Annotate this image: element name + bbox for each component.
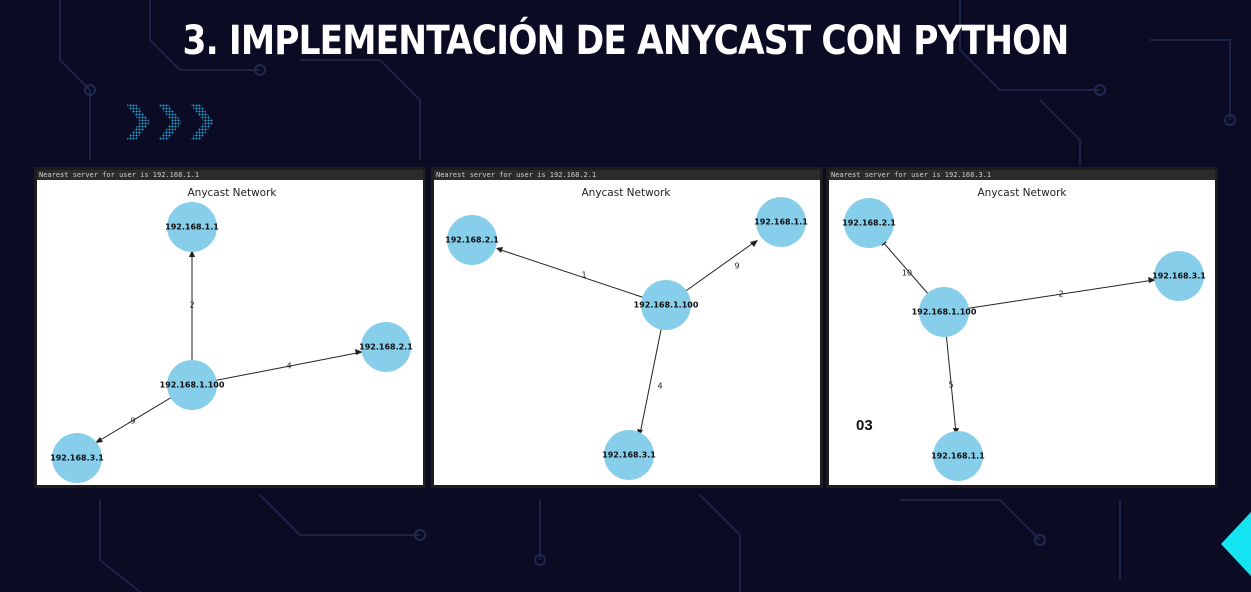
graph-node	[756, 197, 806, 247]
window-status-text: Nearest server for user is 192.168.1.1	[37, 170, 423, 180]
plot-title: Anycast Network	[581, 187, 671, 199]
slide-title: 3. IMPLEMENTACIÓN DE ANYCAST CON PYTHON	[182, 18, 1070, 64]
graph-node	[604, 430, 654, 480]
graph-node	[1154, 251, 1204, 301]
node-label: 192.168.3.1	[50, 454, 104, 463]
graph-node	[447, 215, 497, 265]
window-status-text: Nearest server for user is 192.168.3.1	[829, 170, 1215, 180]
graph-window-1: Nearest server for user is 192.168.1.1 A…	[34, 167, 426, 488]
network-graph: Anycast Network 1 9 4 192.168.2.1 192.16…	[434, 180, 820, 485]
graph-node	[361, 322, 411, 372]
edge-weight-label: 10	[902, 269, 912, 278]
plot-title: Anycast Network	[187, 187, 277, 199]
edge-weight-label: 9	[130, 417, 135, 426]
graph-node	[844, 198, 894, 248]
edge-weight-label: 2	[189, 301, 194, 310]
edge-weight-label: 4	[286, 362, 291, 371]
node-label: 192.168.1.100	[160, 381, 225, 390]
network-graph: Anycast Network 2 4 9 192.168.1.1 192.16…	[37, 180, 423, 485]
plot-title: Anycast Network	[977, 187, 1067, 199]
node-label: 192.168.1.1	[165, 223, 219, 232]
node-label: 192.168.2.1	[445, 236, 499, 245]
edge-weight-label: 1	[581, 271, 586, 280]
edge-weight-label: 2	[1058, 290, 1063, 299]
node-label: 192.168.2.1	[842, 219, 896, 228]
window-status-text: Nearest server for user is 192.168.2.1	[434, 170, 820, 180]
edge-weight-label: 4	[657, 382, 662, 391]
node-label: 192.168.3.1	[602, 451, 656, 460]
graph-node	[933, 431, 983, 481]
graph-window-2: Nearest server for user is 192.168.2.1 A…	[431, 167, 823, 488]
chevron-decoration-icon	[126, 104, 214, 140]
node-label: 192.168.3.1	[1152, 272, 1206, 281]
slide-number: 03	[856, 417, 873, 434]
edge-weight-label: 5	[948, 381, 953, 390]
node-label: 192.168.1.100	[634, 301, 699, 310]
network-graph: Anycast Network 10 2 5 192.168.2.1 192.1…	[829, 180, 1215, 485]
next-slide-arrow-icon[interactable]	[1221, 512, 1251, 576]
graph-node	[167, 360, 217, 410]
node-label: 192.168.1.1	[754, 218, 808, 227]
graph-window-3: Nearest server for user is 192.168.3.1 A…	[826, 167, 1218, 488]
edge-weight-label: 9	[734, 262, 739, 271]
graph-node	[641, 280, 691, 330]
graph-node	[52, 433, 102, 483]
graph-node	[919, 287, 969, 337]
node-label: 192.168.2.1	[359, 343, 413, 352]
graph-node	[167, 202, 217, 252]
node-label: 192.168.1.100	[912, 308, 977, 317]
node-label: 192.168.1.1	[931, 452, 985, 461]
